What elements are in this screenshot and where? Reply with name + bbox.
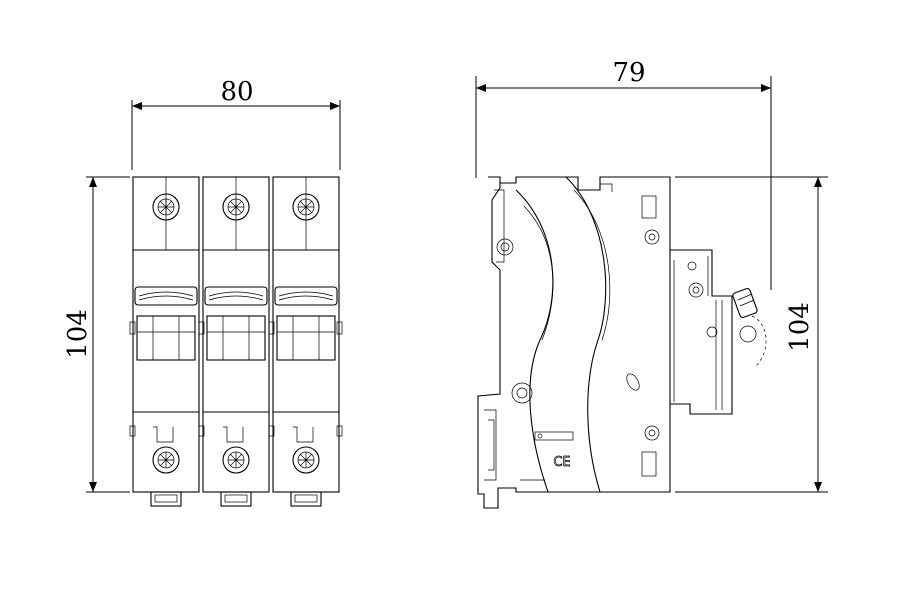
side-depth-label: 79 [612, 58, 645, 88]
ce-mark: CE [553, 455, 570, 470]
side-height-label: 104 [785, 302, 815, 352]
side-height-dimension: 104 [675, 176, 828, 493]
front-width-dimension: 80 [131, 77, 341, 170]
side-depth-dimension: 79 [475, 58, 772, 290]
pole-3 [272, 176, 340, 507]
rating-label [534, 431, 574, 441]
pole-2 [202, 176, 270, 507]
front-height-label: 104 [63, 309, 93, 359]
front-width-label: 80 [220, 77, 253, 107]
front-view [129, 176, 343, 507]
side-view: CE [477, 176, 767, 509]
pole-1 [132, 176, 200, 507]
front-height-dimension: 104 [63, 176, 130, 493]
